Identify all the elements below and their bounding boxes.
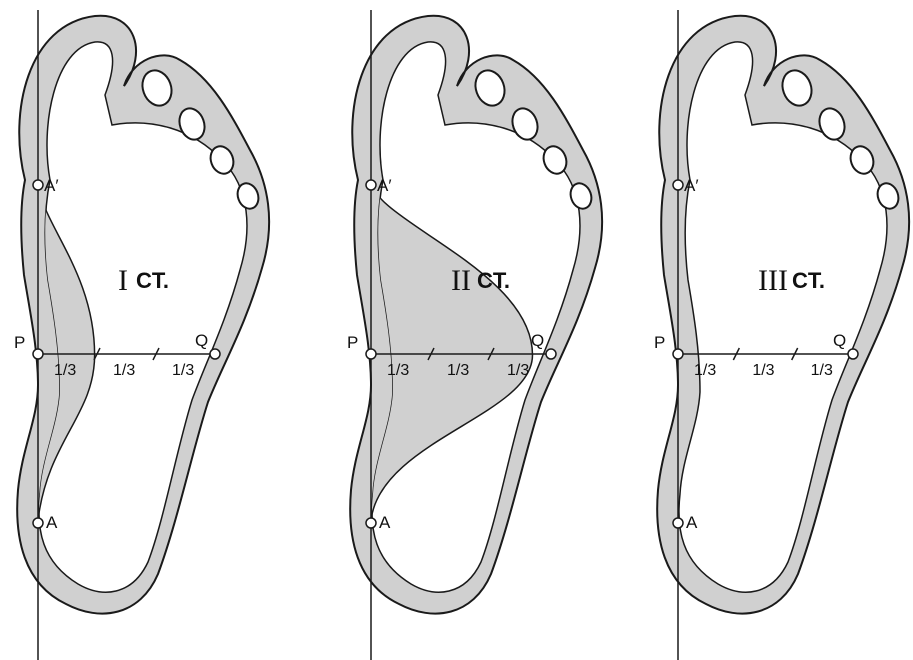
- ct-label: CT.: [792, 268, 825, 293]
- point-a: [33, 518, 43, 528]
- ct-roman-numeral: I: [118, 264, 128, 297]
- point-a-prime: [33, 180, 43, 190]
- label-third: 1/3: [113, 362, 135, 379]
- label-p: P: [14, 333, 25, 352]
- point-a: [673, 518, 683, 528]
- point-a: [366, 518, 376, 528]
- label-q: Q: [195, 331, 208, 350]
- point-a-prime: [673, 180, 683, 190]
- label-third: 1/3: [54, 362, 76, 379]
- label-a-prime: A′: [44, 176, 59, 195]
- label-p: P: [654, 333, 665, 352]
- label-third: 1/3: [752, 362, 774, 379]
- ct-label: CT.: [136, 268, 169, 293]
- label-third: 1/3: [811, 362, 833, 379]
- point-p: [366, 349, 376, 359]
- label-a-prime: A′: [684, 176, 699, 195]
- label-third: 1/3: [447, 362, 469, 379]
- label-p: P: [347, 333, 358, 352]
- label-q: Q: [833, 331, 846, 350]
- point-q: [546, 349, 556, 359]
- point-q: [210, 349, 220, 359]
- label-third: 1/3: [507, 362, 529, 379]
- label-third: 1/3: [172, 362, 194, 379]
- ct-roman-numeral: II: [451, 264, 471, 297]
- label-a: A: [379, 513, 391, 532]
- ct-label: CT.: [477, 268, 510, 293]
- point-p: [33, 349, 43, 359]
- label-third: 1/3: [694, 362, 716, 379]
- ct-roman-numeral: III: [758, 264, 788, 297]
- label-a: A: [46, 513, 58, 532]
- label-a-prime: A′: [377, 176, 392, 195]
- label-a: A: [686, 513, 698, 532]
- point-p: [673, 349, 683, 359]
- point-a-prime: [366, 180, 376, 190]
- point-q: [848, 349, 858, 359]
- label-third: 1/3: [387, 362, 409, 379]
- label-q: Q: [531, 331, 544, 350]
